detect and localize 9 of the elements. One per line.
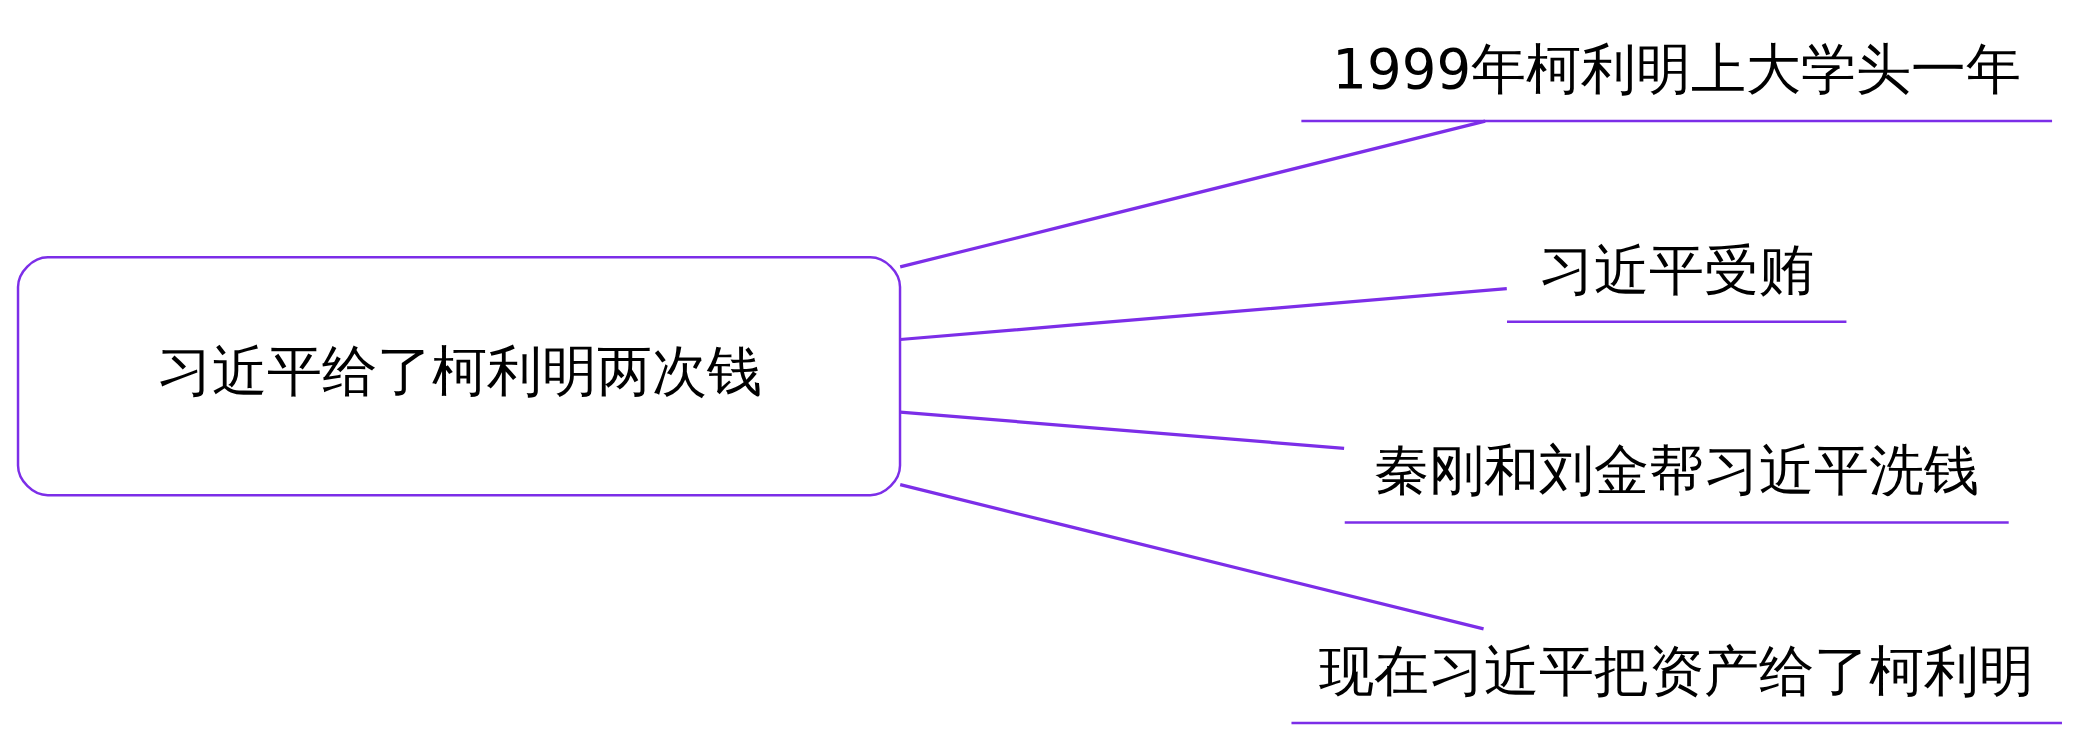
node-text: 1999年柯利明上大学头一年 [1332,36,2022,101]
connector [899,119,1486,269]
node-text: 秦刚和刘金帮习近平洗钱 [1374,438,1980,503]
node-box: 习近平给了柯利明两次钱 [16,256,902,497]
connector [900,410,1345,450]
node-text: 习近平受贿 [1539,237,1815,302]
node-text: 现在习近平把资产给了柯利明 [1319,638,2035,703]
connector [899,483,1484,631]
connector [900,287,1507,342]
